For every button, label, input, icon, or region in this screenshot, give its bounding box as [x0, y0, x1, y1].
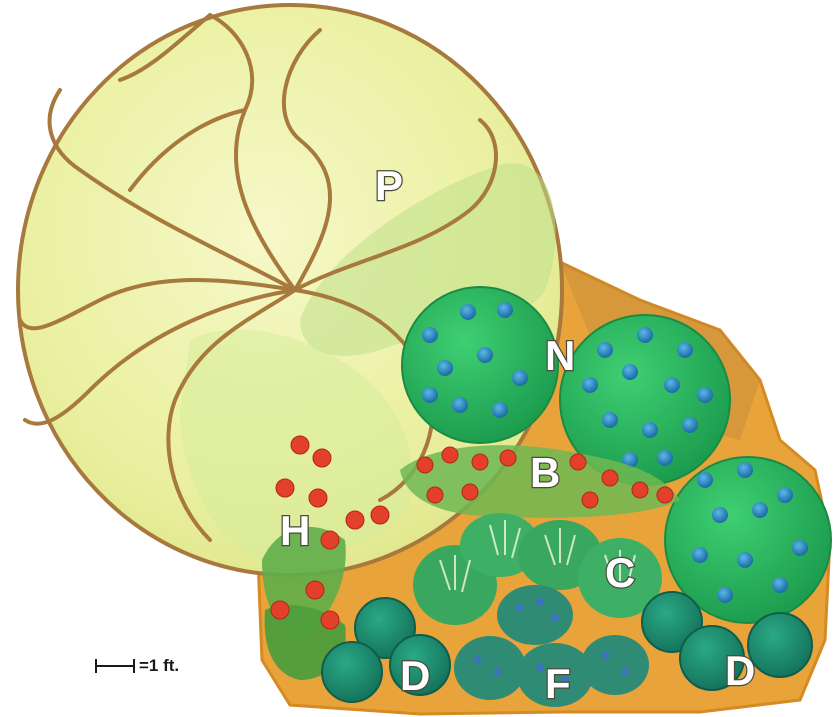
- label-d-left: D: [400, 652, 430, 699]
- scale-text: =1 ft.: [139, 656, 179, 676]
- label-f: F: [545, 660, 571, 707]
- label-b: B: [530, 449, 560, 496]
- label-n: N: [545, 332, 575, 379]
- label-p: P: [375, 162, 403, 209]
- label-h: H: [280, 507, 310, 554]
- scale-line-icon: [95, 665, 135, 667]
- scale-bar: =1 ft.: [95, 656, 179, 676]
- label-d-right: D: [725, 647, 755, 694]
- label-c: C: [605, 549, 635, 596]
